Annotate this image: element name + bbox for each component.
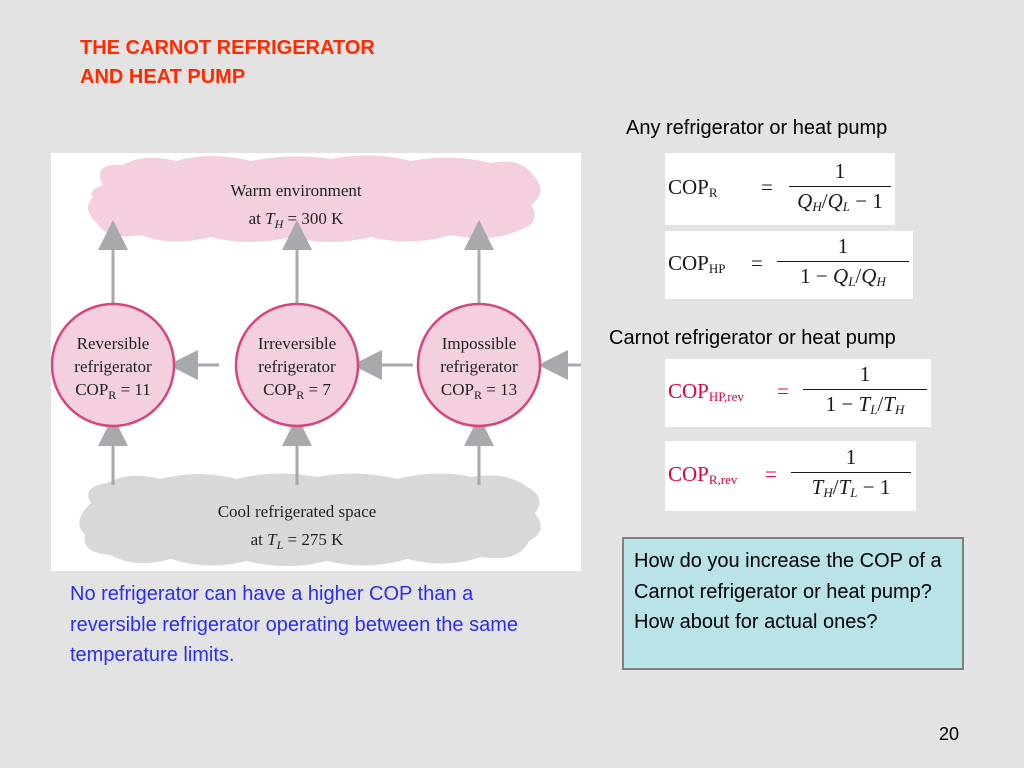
carnot-heading: Carnot refrigerator or heat pump: [609, 327, 896, 349]
svg-text:COPR = 7: COPR = 7: [263, 380, 331, 402]
cool-space-temp: at TL = 275 K: [251, 530, 345, 552]
formula-cop-r: COPR = 1 QH/QL − 1: [665, 153, 895, 225]
warm-env-temp: at TH = 300 K: [249, 209, 345, 231]
reversible-refrigerator-circle: Reversible refrigerator COPR = 11: [51, 302, 176, 428]
question-box: How do you increase the COP of a Carnot …: [622, 537, 964, 670]
cool-space-label: Cool refrigerated space: [218, 502, 377, 521]
diagram-svg: Warm environment at TH = 300 K Cool refr…: [51, 155, 581, 566]
cool-space-cloud: [79, 473, 541, 566]
svg-text:COPR = 13: COPR = 13: [441, 380, 517, 402]
slide-title: THE CARNOT REFRIGERATOR AND HEAT PUMP: [80, 34, 375, 92]
impossible-refrigerator-circle: Impossible refrigerator COPR = 13: [416, 302, 542, 428]
slide-title-line-1: THE CARNOT REFRIGERATOR: [80, 37, 375, 59]
svg-text:Irreversible: Irreversible: [258, 334, 336, 353]
svg-text:refrigerator: refrigerator: [74, 357, 152, 376]
formula-cop-r-rev: COPR,rev = 1 TH/TL − 1: [665, 441, 916, 511]
formula-cop-hp-rev: COPHP,rev = 1 1 − TL/TH: [665, 359, 931, 427]
slide-title-line-2: AND HEAT PUMP: [80, 66, 246, 88]
svg-text:Impossible: Impossible: [442, 334, 517, 353]
carnot-refrigerator-diagram: Warm environment at TH = 300 K Cool refr…: [51, 153, 581, 571]
irreversible-refrigerator-circle: Irreversible refrigerator COPR = 7: [234, 302, 360, 428]
svg-text:Reversible: Reversible: [77, 334, 150, 353]
svg-text:refrigerator: refrigerator: [440, 357, 518, 376]
page-number: 20: [939, 724, 960, 744]
formula-cop-hp: COPHP = 1 1 − QL/QH: [665, 231, 913, 299]
svg-text:refrigerator: refrigerator: [258, 357, 336, 376]
svg-text:COPR = 11: COPR = 11: [75, 380, 151, 402]
warm-environment-cloud: [87, 155, 541, 242]
any-refrigerator-heading: Any refrigerator or heat pump: [626, 117, 888, 139]
diagram-caption: No refrigerator can have a higher COP th…: [70, 583, 519, 666]
warm-env-label: Warm environment: [230, 181, 362, 200]
